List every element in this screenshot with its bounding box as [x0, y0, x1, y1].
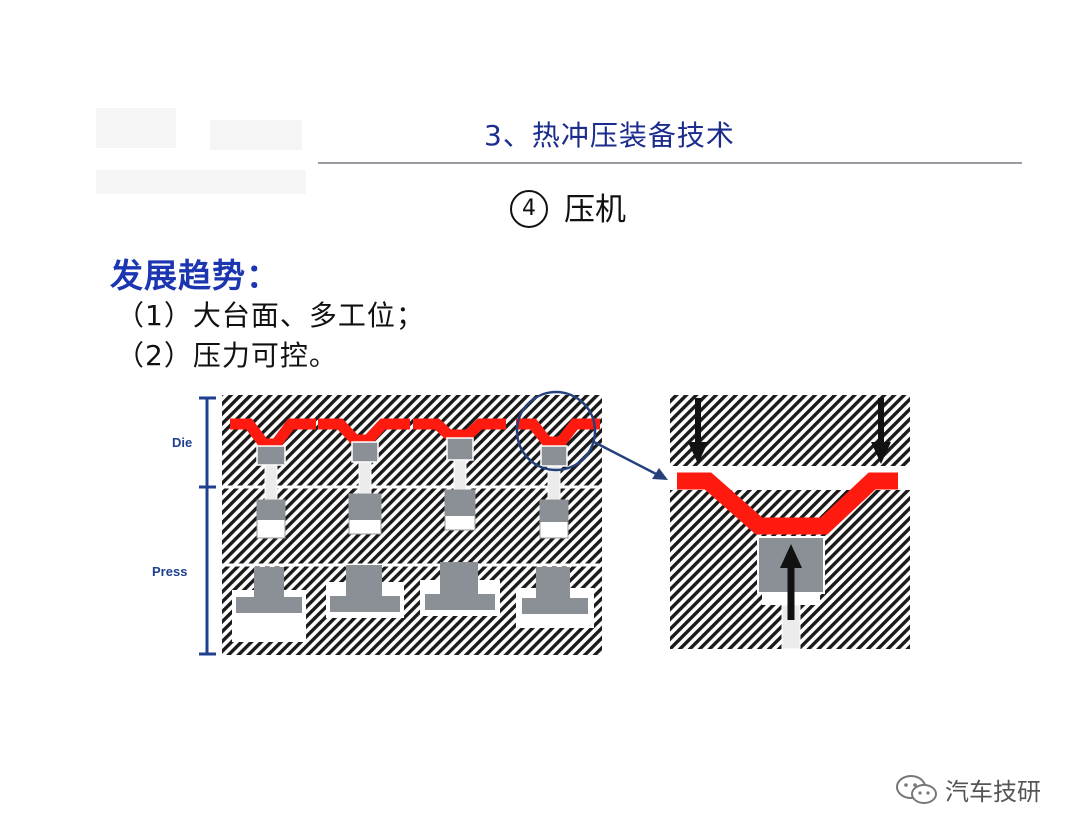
- section-title: 3、热冲压装备技术: [484, 119, 735, 152]
- callout-circle: [515, 390, 597, 472]
- callout-arrow: [593, 440, 661, 478]
- watermark: 汽车技研: [895, 772, 1041, 807]
- subtitle-number: 4: [510, 189, 548, 228]
- trend-item-1: （1）大台面、多工位；: [116, 299, 425, 332]
- die-press-bracket: [199, 396, 216, 656]
- title-divider: [318, 162, 1022, 164]
- press-station-1: [222, 395, 317, 655]
- zoomed-die-detail: [670, 395, 910, 650]
- trend-heading: 发展趋势：: [110, 256, 280, 295]
- press-station-3: [412, 395, 508, 655]
- watermark-text: 汽车技研: [945, 778, 1041, 806]
- press-station-2: [317, 395, 412, 655]
- wechat-icon: [896, 774, 937, 804]
- subtitle-text: 压机: [564, 192, 626, 228]
- press-station-4: [508, 395, 602, 655]
- callout-arrowhead: [652, 468, 668, 480]
- label-press: Press: [152, 564, 187, 579]
- trend-item-2: （2）压力可控。: [116, 339, 338, 372]
- label-die: Die: [172, 435, 192, 450]
- subtitle: 4 压机: [510, 184, 626, 231]
